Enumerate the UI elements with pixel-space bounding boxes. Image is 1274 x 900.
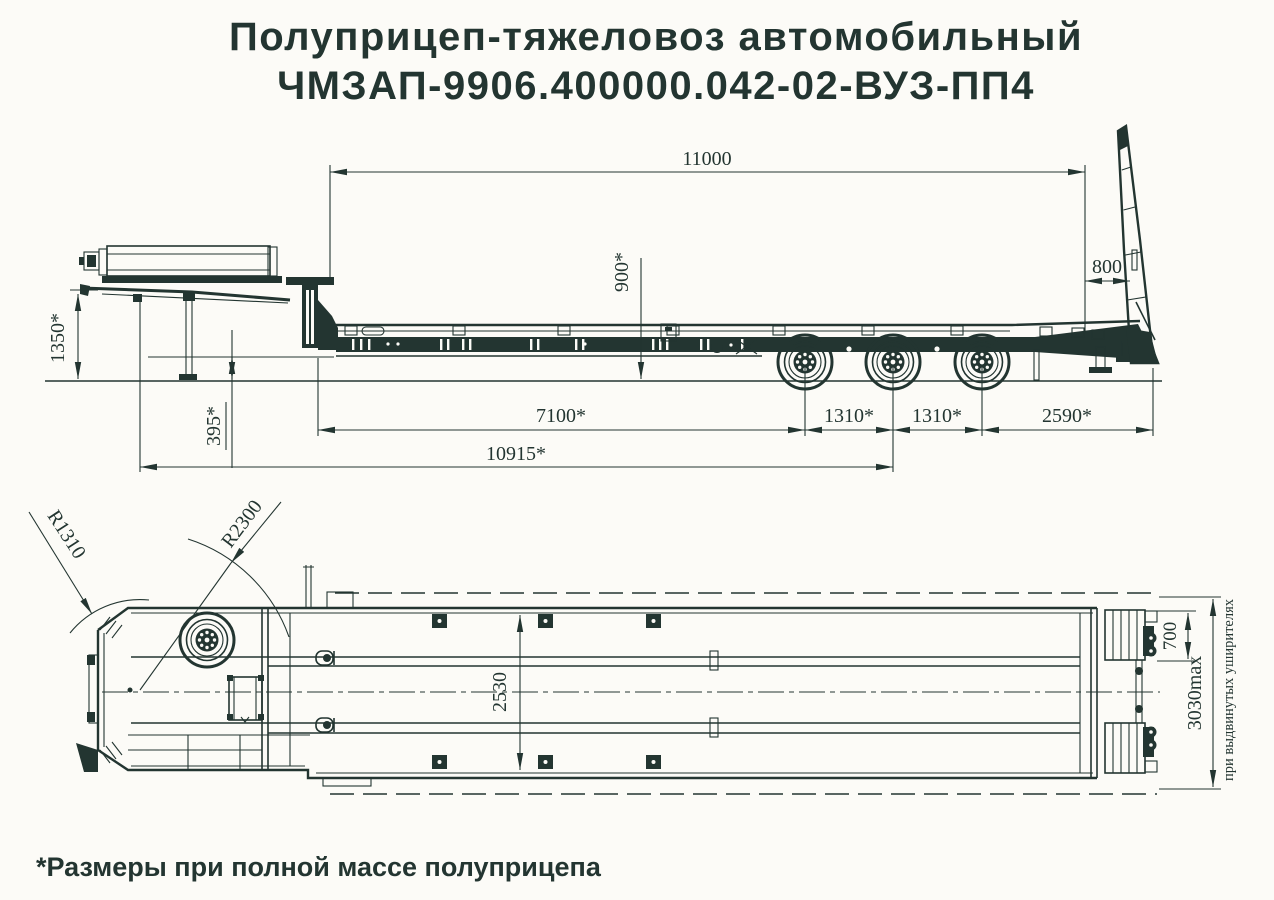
- landing-leg: [179, 293, 197, 380]
- side-view-drawing: 11000 800 900* 1350* 395* 7100* 1310* 13…: [45, 123, 1162, 472]
- label-turn-radius-outer: R2300: [217, 496, 267, 552]
- dim-platform-width: 2530: [489, 672, 511, 712]
- label-turn-radius-inner: R1310: [43, 506, 91, 563]
- spare-wheel: [178, 611, 236, 669]
- dim-ground-clearance: 395*: [203, 406, 225, 446]
- dim-deck-height: 900*: [611, 252, 633, 292]
- dim-ramp-offset: 800: [1092, 256, 1122, 278]
- dim-front-to-middle-axle: 10915*: [486, 443, 546, 465]
- tie-down-points: [432, 614, 661, 769]
- dim-gooseneck-height: 1350*: [47, 313, 69, 363]
- mudflap: [1033, 349, 1040, 381]
- dim-max-width-note: при выдвинутых уширителях: [1221, 598, 1237, 781]
- ramp-connector: [1135, 660, 1143, 723]
- stake-pockets: [344, 323, 1105, 342]
- side-view-dimensions: 11000 800 900* 1350* 395* 7100* 1310* 13…: [47, 148, 1154, 472]
- turning-radius-marks: R1310 R2300: [28, 496, 290, 691]
- dim-axle-spacing-2: 1310*: [912, 405, 962, 427]
- dim-rear-overhang: 2590*: [1042, 405, 1092, 427]
- title-line-2: ЧМЗАП-9906.400000.042-02-ВУЗ-ПП4: [277, 64, 1035, 108]
- main-frame-side: [336, 319, 1150, 381]
- title-block: Полуприцеп-тяжеловоз автомобильный ЧМЗАП…: [229, 15, 1083, 108]
- dim-max-width: 3030max: [1184, 656, 1206, 730]
- dim-front-to-first-axle: 7100*: [536, 405, 586, 427]
- kingpin: [133, 294, 142, 302]
- top-view-dimensions: 2530 700 3030max при выдвинутых уширител…: [489, 596, 1237, 790]
- ramp-plan-top: [1104, 609, 1158, 661]
- dim-axle-spacing-1: 1310*: [824, 405, 874, 427]
- widener-bracket-bottom: [315, 717, 335, 733]
- frame-slits: [352, 339, 940, 352]
- rear-ramp-folded: [1116, 123, 1160, 365]
- toolbox-top-view: [227, 675, 264, 723]
- platform-top-view: [76, 565, 1160, 787]
- gooseneck-side: [79, 245, 338, 380]
- dim-ramp-width: 700: [1160, 622, 1181, 651]
- kingpin-center: [127, 687, 133, 693]
- ramp-plan-bottom: [1104, 722, 1158, 774]
- top-view-drawing: R1310 R2300 2530: [28, 496, 1237, 795]
- footnote: *Размеры при полной массе полуприцепа: [36, 852, 602, 882]
- dim-platform-length: 11000: [682, 148, 731, 170]
- widener-bracket-top: [315, 650, 335, 666]
- title-line-1: Полуприцеп-тяжеловоз автомобильный: [229, 15, 1083, 59]
